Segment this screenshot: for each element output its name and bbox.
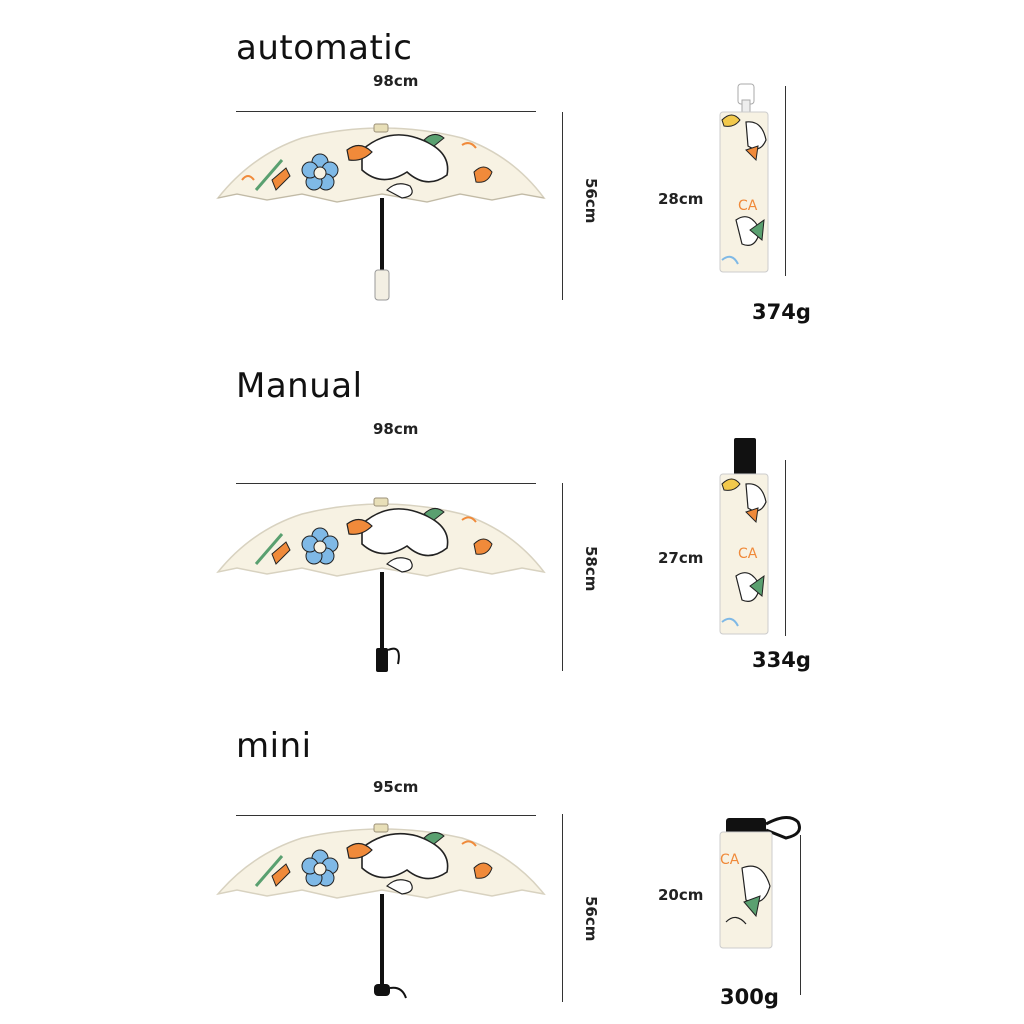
open-width-label: 98cm [373,420,419,438]
weight-label: 374g [752,300,811,324]
weight-label: 300g [720,985,779,1009]
svg-text:CA: CA [720,852,740,868]
weight-label: 334g [752,648,811,672]
open-width-dimension-line [236,815,536,816]
section-manual: Manual 98cm 58cm CA [0,0,1024,672]
folded-length-label: 20cm [658,886,704,904]
folded-length-label: 28cm [658,190,704,208]
open-width-dimension-line [236,483,536,484]
open-umbrella-illustration [216,497,546,672]
open-height-dimension-line [562,112,563,300]
open-width-label: 95cm [373,778,419,796]
folded-length-dimension-line [785,86,786,276]
folded-umbrella-illustration: CA [719,438,769,635]
section-automatic: automatic 98cm 56cm [0,0,1024,340]
open-umbrella-illustration [216,123,546,301]
svg-text:CA: CA [738,546,758,562]
section-title: mini [236,726,312,766]
folded-length-dimension-line [800,835,801,995]
folded-length-dimension-line [785,460,786,636]
folded-umbrella-illustration: CA [719,83,769,273]
open-height-label: 58cm [582,546,600,592]
open-width-dimension-line [236,111,536,112]
open-height-label: 56cm [582,896,600,942]
open-height-dimension-line [562,483,563,671]
open-width-label: 98cm [373,72,419,90]
svg-text:CA: CA [738,198,758,214]
folded-length-label: 27cm [658,549,704,567]
section-title: Manual [236,366,363,406]
open-umbrella-illustration [216,823,546,999]
open-height-dimension-line [562,814,563,1002]
section-title: automatic [236,28,413,68]
folded-umbrella-illustration: CA [719,816,801,949]
